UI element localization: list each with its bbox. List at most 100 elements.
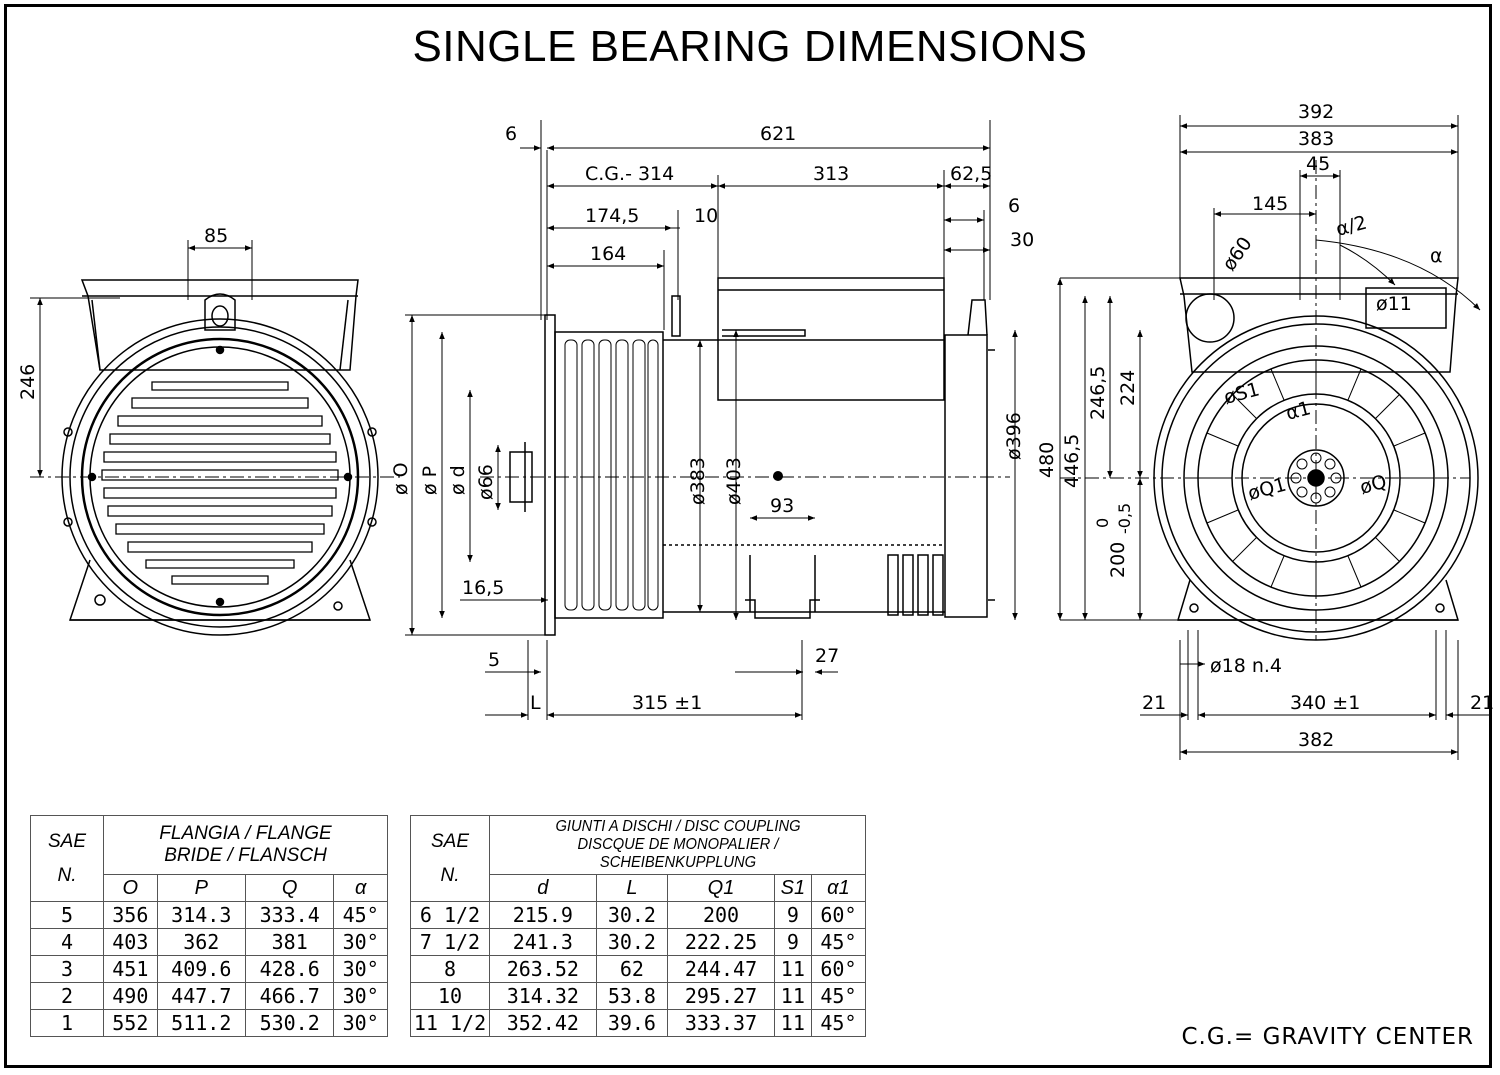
drawing-frame [4, 4, 1492, 1068]
table-row: 1 552 511.2 530.2 30° [30, 1009, 388, 1037]
table-cell: 381 [244, 928, 335, 956]
table-cell: 215.9 [489, 901, 597, 929]
flange-col-o: O [103, 874, 158, 902]
table-cell: 11 [773, 1009, 812, 1037]
coupling-col-d: d [489, 874, 597, 902]
dim-phi-q: øQ [1358, 471, 1389, 499]
dim-21a: 21 [1142, 692, 1166, 714]
table-row: 4 403 362 381 30° [30, 928, 388, 956]
table-row: 10 314.32 53.8 295.27 11 45° [410, 982, 867, 1010]
flange-col-alpha: α [333, 874, 388, 902]
table-cell: 30° [333, 928, 388, 956]
front-view-dimensions [30, 240, 400, 478]
table-cell: 3 [30, 955, 104, 983]
table-cell: 6 1/2 [410, 901, 490, 929]
dim-16-5: 16,5 [462, 577, 504, 599]
coupling-col-q1: Q1 [667, 874, 775, 902]
dim-383: 383 [1298, 128, 1334, 150]
flange-table: SAE N. FLANGIA / FLANGE BRIDE / FLANSCH … [30, 815, 388, 1037]
table-cell: 466.7 [244, 982, 335, 1010]
dim-246-5: 246,5 [1087, 366, 1109, 420]
table-cell: 511.2 [156, 1009, 246, 1037]
flange-col-p: P [156, 874, 246, 902]
flange-n-label: N. [57, 864, 77, 886]
table-cell: 4 [30, 928, 104, 956]
dim-10: 10 [694, 205, 718, 227]
dim-phi-d: ø d [447, 465, 469, 495]
dim-6: 6 [505, 123, 517, 145]
table-cell: 11 [773, 982, 812, 1010]
table-cell: 447.7 [156, 982, 246, 1010]
table-cell: 30.2 [595, 928, 669, 956]
table-cell: 5 [30, 901, 104, 929]
table-row: 6 1/2 215.9 30.2 200 9 60° [410, 901, 867, 929]
dim-alpha: α [1430, 245, 1443, 267]
dim-phi-p: ø P [419, 466, 441, 495]
table-cell: 263.52 [489, 955, 597, 983]
dim-164: 164 [590, 243, 626, 265]
table-cell: 352.42 [489, 1009, 597, 1037]
dim-85: 85 [204, 225, 228, 247]
table-cell: 244.47 [667, 955, 775, 983]
dim-382: 382 [1298, 729, 1334, 751]
dim-phi-11: ø11 [1376, 293, 1412, 315]
table-cell: 200 [667, 901, 775, 929]
dim-tol-0: 0 [1093, 518, 1112, 528]
table-cell: 7 1/2 [410, 928, 490, 956]
coupling-group-line1: GIUNTI A DISCHI / DISC COUPLING [554, 818, 801, 835]
table-cell: 451 [103, 955, 158, 983]
dim-27: 27 [815, 645, 839, 667]
table-cell: 9 [773, 901, 812, 929]
dim-tol-05: -0,5 [1115, 503, 1134, 534]
table-cell: 490 [103, 982, 158, 1010]
table-cell: 409.6 [156, 955, 246, 983]
coupling-sae-label: SAE [430, 830, 470, 852]
flange-group-line1: FLANGIA / FLANGE [159, 823, 332, 844]
table-cell: 30° [333, 955, 388, 983]
dim-200: 200 [1107, 542, 1129, 578]
flange-group-line2: BRIDE / FLANSCH [164, 845, 327, 866]
table-cell: 30° [333, 982, 388, 1010]
dim-6b: 6 [1008, 195, 1020, 217]
dim-phi-18: ø18 n.4 [1210, 655, 1282, 677]
flange-col-sae: SAE N. [30, 815, 104, 902]
table-cell: 333.37 [667, 1009, 775, 1037]
table-cell: 8 [410, 955, 490, 983]
dim-s1: øS1 [1222, 378, 1262, 409]
table-cell: 2 [30, 982, 104, 1010]
coupling-n-label: N. [440, 864, 460, 886]
dim-30: 30 [1010, 229, 1034, 251]
dim-621: 621 [760, 123, 796, 145]
table-cell: 11 1/2 [410, 1009, 490, 1037]
table-cell: 30° [333, 1009, 388, 1037]
table-row: 11 1/2 352.42 39.6 333.37 11 45° [410, 1009, 867, 1037]
table-cell: 403 [103, 928, 158, 956]
coupling-table: SAE N. GIUNTI A DISCHI / DISC COUPLING D… [410, 815, 867, 1037]
table-cell: 222.25 [667, 928, 775, 956]
table-cell: 295.27 [667, 982, 775, 1010]
table-cell: 314.32 [489, 982, 597, 1010]
dim-phi-66: ø66 [475, 464, 497, 500]
dim-246: 246 [17, 364, 39, 400]
table-cell: 45° [333, 901, 388, 929]
dim-phi-60: ø60 [1218, 233, 1257, 275]
table-cell: 62 [595, 955, 669, 983]
dim-alpha-half: α/2 [1334, 212, 1370, 241]
gravity-center-note: C.G.= GRAVITY CENTER [1181, 1024, 1474, 1050]
side-view-dimensions [405, 120, 1018, 720]
dim-392: 392 [1298, 101, 1334, 123]
table-cell: 10 [410, 982, 490, 1010]
dim-174-5: 174,5 [585, 205, 639, 227]
table-cell: 356 [103, 901, 158, 929]
dim-480: 480 [1036, 442, 1058, 478]
table-cell: 428.6 [244, 955, 335, 983]
table-row: 3 451 409.6 428.6 30° [30, 955, 388, 983]
table-cell: 60° [810, 955, 867, 983]
dim-224: 224 [1117, 370, 1139, 406]
drawing-title: SINGLE BEARING DIMENSIONS [412, 22, 1088, 71]
table-cell: 39.6 [595, 1009, 669, 1037]
table-cell: 241.3 [489, 928, 597, 956]
coupling-col-l: L [595, 874, 669, 902]
flange-sae-label: SAE [47, 830, 87, 852]
coupling-col-sae: SAE N. [410, 815, 490, 902]
